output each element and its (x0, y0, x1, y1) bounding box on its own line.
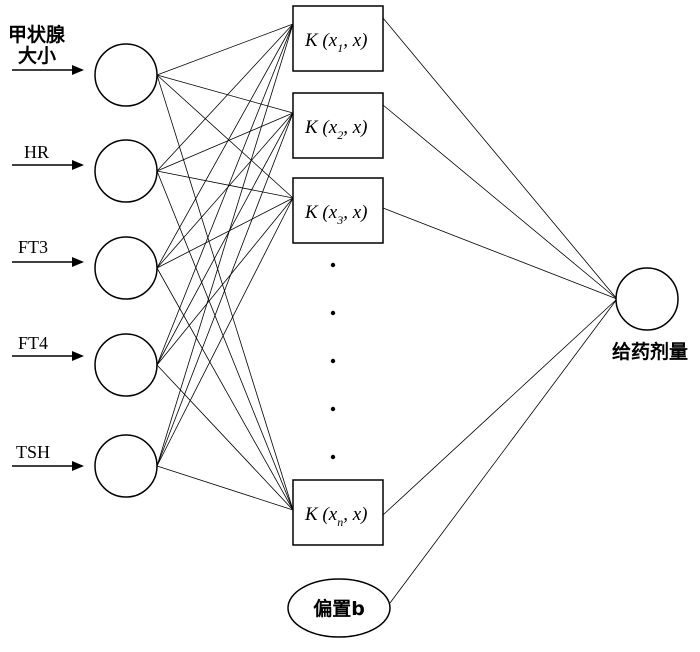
input-arrowhead-tsh (72, 461, 84, 471)
kernel-node-3: K (x3, x) (292, 177, 384, 244)
edge-input2-kernel1 (156, 112, 294, 269)
kernel-label-2: K (x2, x) (304, 117, 367, 142)
edge-input3-kernel0 (156, 23, 294, 366)
edge-input3-kernel2 (156, 197, 294, 366)
input-label-tsh: TSH (16, 442, 50, 462)
input-node-tsh (94, 434, 158, 498)
kernel-node-n: K (xn, x) (292, 479, 384, 546)
bias-node: 偏置b (287, 578, 391, 638)
edge-kernel0-output (382, 17, 618, 300)
kernel-label-3: K (x3, x) (304, 202, 367, 227)
input-label-thyroid-line1: 甲状腺 (8, 23, 66, 46)
kernel-nodes: K (x1, x) K (x2, x) K (x3, x) K (xn, x) (292, 5, 384, 546)
edge-input0-kernel3 (156, 74, 294, 511)
input-labels: 甲状腺 大小 HR FT3 FT4 TSH (8, 23, 66, 462)
kernel-node-1: K (x1, x) (292, 5, 384, 72)
input-arrowhead-ft4 (72, 351, 84, 361)
input-arrows (12, 65, 84, 471)
kernel-ellipsis (330, 262, 336, 460)
edge-input4-kernel1 (156, 112, 294, 467)
input-node-thyroid (94, 43, 158, 107)
input-label-thyroid-line2: 大小 (18, 44, 56, 67)
edge-input3-kernel3 (156, 364, 294, 511)
input-label-ft3: FT3 (18, 237, 48, 257)
input-label-hr: HR (24, 142, 49, 162)
input-node-ft4 (94, 333, 158, 397)
output-label: 给药剂量 (612, 340, 688, 363)
ellipsis-dot (330, 358, 336, 364)
input-arrowhead-hr (72, 160, 84, 170)
edge-input0-kernel2 (156, 74, 294, 199)
edge-input4-kernel2 (156, 197, 294, 467)
input-node-hr (94, 139, 158, 203)
ellipsis-dot (330, 406, 336, 412)
input-nodes (94, 43, 158, 498)
edge-input1-kernel1 (156, 112, 294, 172)
edge-bias-output (389, 298, 618, 604)
edge-kernel3-output (382, 298, 618, 516)
output-node (615, 267, 679, 331)
ellipsis-dot (330, 262, 336, 268)
edge-input1-kernel0 (156, 23, 294, 172)
edge-input0-kernel0 (156, 23, 294, 76)
kernel-label-n: K (xn, x) (304, 504, 367, 529)
edge-input2-kernel0 (156, 23, 294, 269)
kernel-node-2: K (x2, x) (292, 92, 384, 159)
edge-input2-kernel2 (156, 197, 294, 269)
input-label-ft4: FT4 (18, 333, 48, 353)
edge-input4-kernel3 (156, 465, 294, 511)
edge-input1-kernel2 (156, 170, 294, 199)
edge-input3-kernel1 (156, 112, 294, 366)
input-arrowhead-ft3 (72, 257, 84, 267)
edge-input2-kernel3 (156, 267, 294, 511)
edge-kernel1-output (382, 104, 618, 300)
edge-input4-kernel0 (156, 23, 294, 467)
edge-input0-kernel1 (156, 74, 294, 114)
connections (156, 17, 618, 604)
bias-label: 偏置b (313, 597, 365, 620)
kernel-label-1: K (x1, x) (304, 30, 367, 55)
ellipsis-dot (330, 454, 336, 460)
ellipsis-dot (330, 310, 336, 316)
input-arrowhead-thyroid (72, 65, 84, 75)
input-node-ft3 (94, 236, 158, 300)
edge-kernel2-output (382, 207, 618, 300)
